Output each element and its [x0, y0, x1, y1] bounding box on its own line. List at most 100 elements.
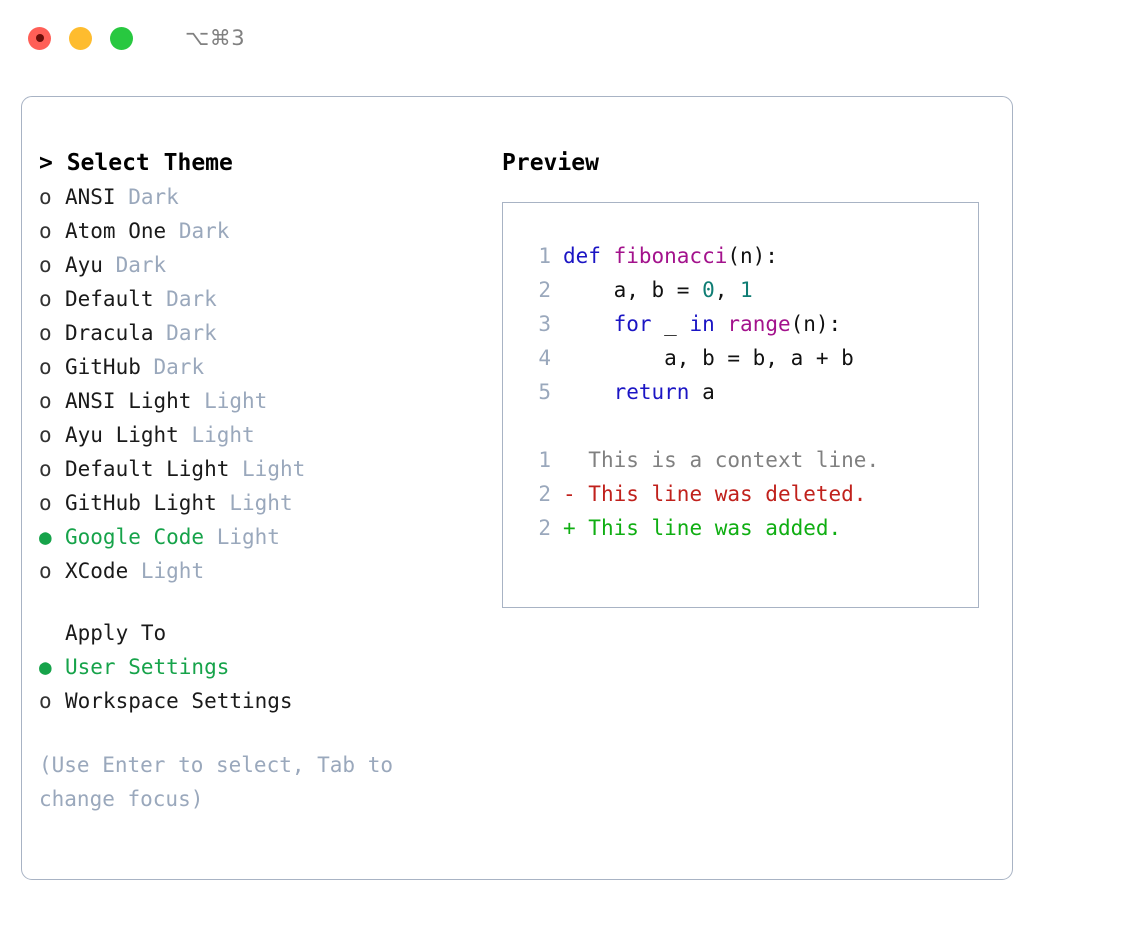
radio-unselected-icon: o: [39, 559, 52, 583]
theme-option-label: ANSI Light: [65, 389, 192, 413]
theme-option-tag: Dark: [128, 185, 179, 209]
theme-option-tag: Light: [140, 559, 205, 583]
theme-option[interactable]: o GitHub Dark: [39, 350, 489, 384]
code-token: fibonacci: [613, 244, 728, 268]
diff-text: This line was deleted.: [588, 482, 867, 506]
close-window-button[interactable]: [28, 26, 51, 50]
preview-heading: Preview: [502, 150, 599, 176]
code-line-number: 2: [538, 278, 551, 302]
theme-option-tag: Light: [242, 457, 306, 481]
theme-option-label: GitHub Light: [65, 491, 217, 515]
diff-text: This is a context line.: [588, 448, 880, 472]
theme-option-tag: Light: [204, 389, 268, 413]
radio-unselected-icon: o: [39, 689, 52, 713]
code-line-number: 4: [538, 346, 551, 370]
code-token: [563, 312, 614, 336]
theme-option[interactable]: o ANSI Dark: [39, 180, 489, 214]
theme-option-tag: Dark: [166, 287, 217, 311]
code-token: (n):: [727, 244, 778, 268]
theme-option-tag: Dark: [166, 321, 217, 345]
code-line: 3 for _ in range(n):: [521, 307, 972, 341]
radio-unselected-icon: o: [39, 185, 52, 209]
theme-option-label: ANSI: [65, 185, 116, 209]
radio-unselected-icon: o: [39, 355, 52, 379]
theme-option-label: Google Code: [65, 525, 205, 549]
code-token: a, b =: [563, 278, 703, 302]
theme-option[interactable]: o ANSI Light Light: [39, 384, 489, 418]
apply-to-panel: Apply To ●User Settings o Workspace Settin…: [39, 616, 489, 718]
theme-option-label: GitHub: [65, 355, 141, 379]
radio-unselected-icon: o: [39, 287, 52, 311]
apply-to-heading: Apply To: [65, 621, 167, 645]
keyboard-hint-text: (Use Enter to select, Tab to change focu…: [39, 753, 406, 811]
apply-to-list: ●User Settings o Workspace Settings: [39, 650, 489, 718]
code-token: a: [689, 380, 715, 404]
theme-option-label: Ayu: [65, 253, 103, 277]
diff-sample-area: 1 This is a context line.2- This line wa…: [521, 443, 972, 545]
code-token: 0: [702, 278, 715, 302]
theme-option-label: Default: [65, 287, 154, 311]
code-token: def: [563, 244, 614, 268]
apply-to-option[interactable]: ●User Settings: [39, 650, 489, 684]
code-token: 1: [740, 278, 753, 302]
code-token: (n):: [790, 312, 842, 336]
theme-option[interactable]: o Default Dark: [39, 282, 489, 316]
code-line-number: 1: [538, 244, 551, 268]
apply-to-option[interactable]: o Workspace Settings: [39, 684, 489, 718]
code-line: 2 a, b = 0, 1: [521, 273, 972, 307]
theme-option[interactable]: o XCode Light: [39, 554, 489, 588]
code-line: 4 a, b = b, a + b: [521, 341, 972, 375]
theme-option-label: Dracula: [65, 321, 154, 345]
maximize-window-button[interactable]: [110, 26, 133, 50]
apply-to-option-label: Workspace Settings: [65, 689, 293, 713]
theme-option-tag: Light: [191, 423, 255, 447]
diff-line-number: 1: [538, 448, 551, 472]
radio-selected-icon: ●: [39, 655, 52, 679]
code-token: in: [689, 312, 715, 336]
diff-line: 2- This line was deleted.: [521, 477, 972, 511]
radio-selected-icon: ●: [39, 525, 52, 549]
code-token: [715, 312, 728, 336]
theme-option-tag: Light: [216, 525, 280, 549]
theme-option-tag: Dark: [153, 355, 205, 379]
radio-unselected-icon: o: [39, 423, 52, 447]
theme-option-label: Default Light: [65, 457, 230, 481]
code-token: [563, 380, 614, 404]
code-line: 1 def fibonacci(n):: [521, 239, 972, 273]
diff-sign: [563, 448, 588, 472]
theme-option-tag: Dark: [115, 253, 167, 277]
code-token: _: [651, 312, 690, 336]
theme-option[interactable]: ● Google Code Light: [39, 520, 489, 554]
theme-option-label: XCode: [65, 559, 129, 583]
code-line-number: 5: [538, 380, 551, 404]
radio-unselected-icon: o: [39, 219, 52, 243]
diff-line-number: 2: [538, 482, 551, 506]
minimize-window-button[interactable]: [69, 26, 92, 50]
theme-option-label: Ayu Light: [65, 423, 179, 447]
traffic-light-group: [28, 26, 133, 50]
code-token: for: [613, 312, 652, 336]
diff-line-number: 2: [538, 516, 551, 540]
window-titlebar: ⌥⌘3: [0, 0, 1140, 76]
diff-line: 1 This is a context line.: [521, 443, 972, 477]
code-token: ,: [714, 278, 741, 302]
radio-unselected-icon: o: [39, 389, 52, 413]
code-token: a, b = b, a + b: [563, 346, 854, 370]
radio-unselected-icon: o: [39, 491, 52, 515]
theme-option[interactable]: o Ayu Light Light: [39, 418, 489, 452]
code-line-number: 3: [538, 312, 551, 336]
diff-sign: -: [563, 482, 589, 506]
code-token: return: [613, 380, 690, 404]
